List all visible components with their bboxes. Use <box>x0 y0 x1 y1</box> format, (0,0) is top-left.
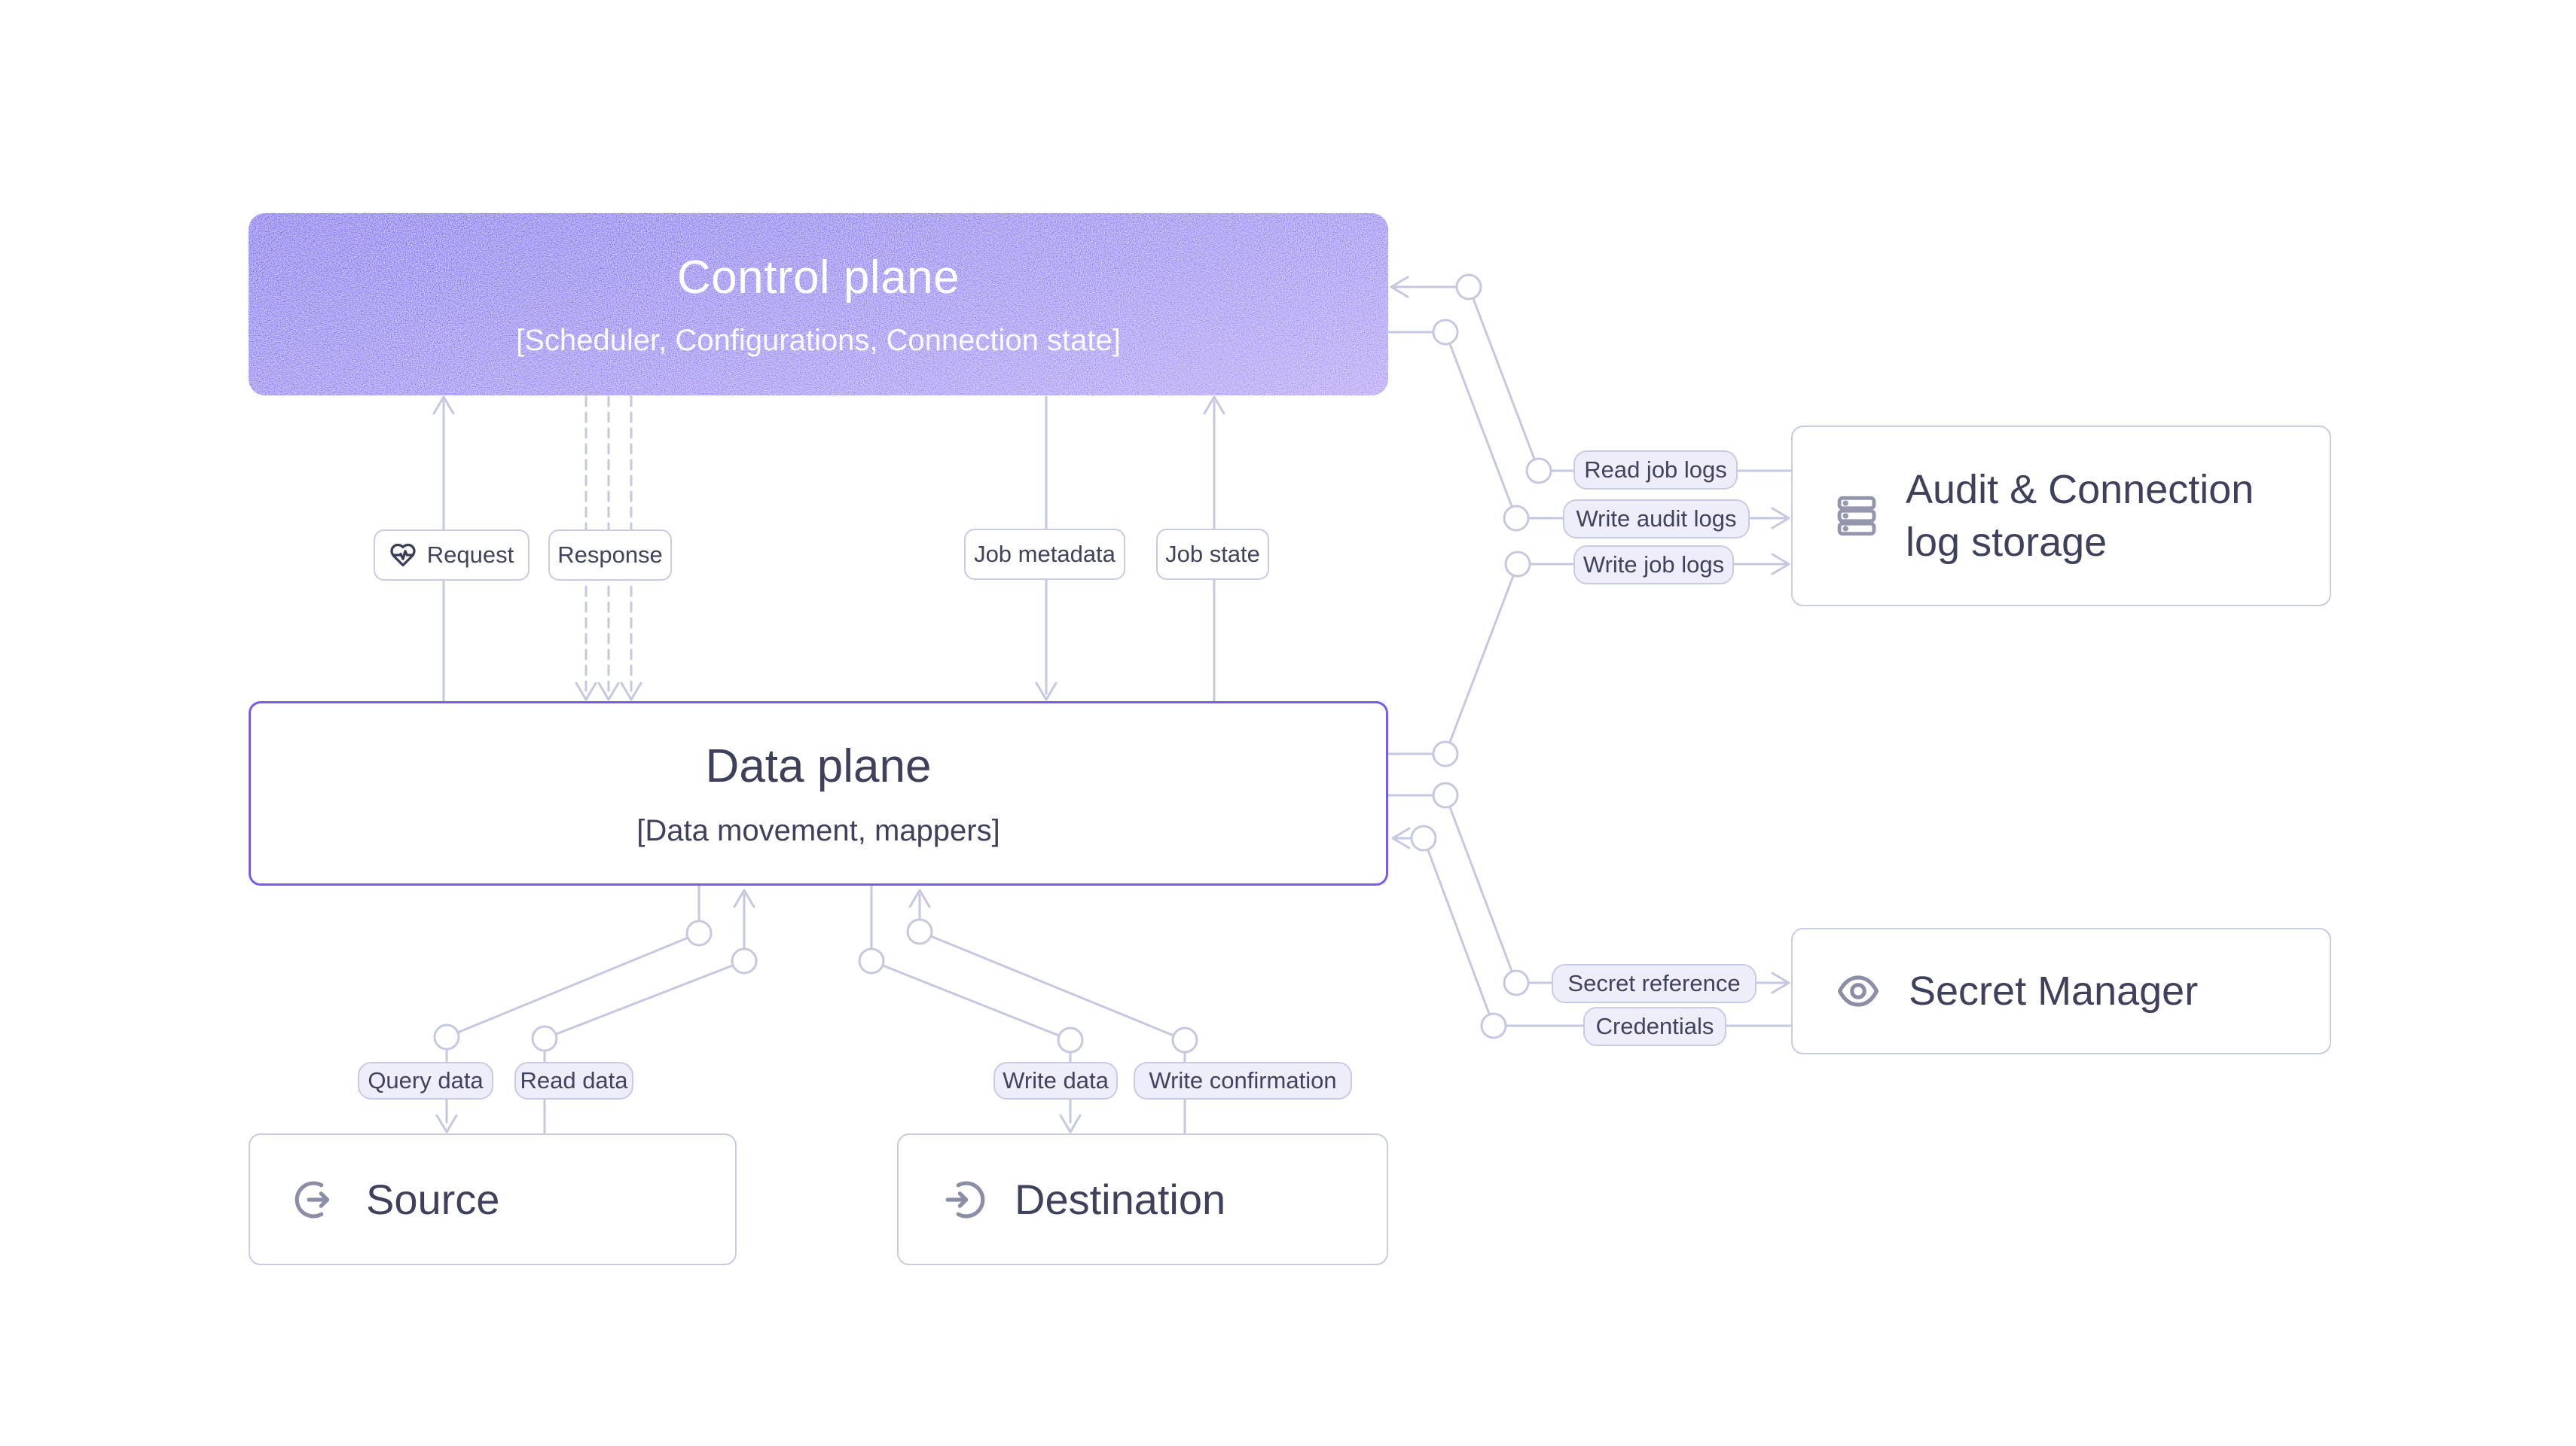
arrowhead-left-icon <box>1391 827 1411 850</box>
edge-secret-reference-line <box>1387 794 1787 984</box>
edge-label-write-job-logs: Write job logs <box>1573 545 1734 584</box>
audit-log-storage-title: Audit & Connection log storage <box>1906 467 2254 565</box>
control-plane-title: Control plane <box>676 252 960 304</box>
arrowhead-up-icon <box>908 889 931 908</box>
edge-label-write-audit-logs: Write audit logs <box>1563 499 1750 538</box>
edge-label-text: Write job logs <box>1583 551 1725 578</box>
destination-title: Destination <box>1015 1175 1226 1223</box>
edge-label-job-state: Job state <box>1156 529 1269 580</box>
edge-label-read-data: Read data <box>514 1062 633 1100</box>
edge-label-secret-reference: Secret reference <box>1552 964 1757 1003</box>
noise-texture <box>249 213 1388 395</box>
node-source: Source <box>249 1133 737 1265</box>
edge-label-job-metadata: Job metadata <box>964 529 1125 580</box>
edge-label-write-confirmation: Write confirmation <box>1134 1062 1352 1100</box>
node-secret-manager: Secret Manager <box>1791 928 2331 1054</box>
node-audit-log-storage: Audit & Connection log storage <box>1791 426 2331 606</box>
arrowhead-up-icon <box>733 889 755 908</box>
arrowhead-up-icon <box>1203 395 1225 415</box>
node-control-plane: Control plane [Scheduler, Configurations… <box>249 213 1388 395</box>
circle-arrow-out-icon <box>295 1180 330 1219</box>
edge-label-text: Credentials <box>1595 1013 1714 1039</box>
edge-label-query-data: Query data <box>358 1062 493 1100</box>
data-plane-subtitle: [Data movement, mappers] <box>636 813 1000 847</box>
circle-arrow-in-icon <box>945 1180 985 1219</box>
edge-label-text: Job metadata <box>974 541 1116 567</box>
arrowhead-right-icon <box>1771 972 1790 994</box>
arrowhead-right-icon <box>1771 507 1790 529</box>
edge-label-text: Write confirmation <box>1149 1067 1337 1094</box>
edge-label-read-job-logs: Read job logs <box>1573 450 1738 490</box>
arrowhead-up-icon <box>432 395 455 415</box>
edge-label-text: Read data <box>520 1067 628 1094</box>
edge-label-text: Job state <box>1165 541 1260 567</box>
edge-label-text: Secret reference <box>1567 970 1741 996</box>
edge-label-text: Write audit logs <box>1576 505 1737 532</box>
edge-label-text: Read job logs <box>1584 456 1727 483</box>
edge-label-text: Request <box>426 541 514 568</box>
eye-icon <box>1837 975 1879 1007</box>
edge-label-response: Response <box>548 529 672 581</box>
arrowhead-down-icon <box>1035 682 1058 701</box>
heart-pulse-icon <box>390 543 416 567</box>
arrowhead-down-icon <box>575 682 642 701</box>
arrowhead-down-icon <box>435 1114 458 1133</box>
edge-label-text: Write data <box>1003 1067 1109 1094</box>
edge-label-write-data: Write data <box>993 1062 1118 1100</box>
edge-label-text: Query data <box>368 1067 484 1094</box>
edge-label-text: Response <box>557 541 663 568</box>
data-plane-title: Data plane <box>705 740 932 792</box>
edge-label-credentials: Credentials <box>1583 1007 1726 1046</box>
junction-dots <box>433 273 1552 1054</box>
arrowhead-left-icon <box>1390 276 1409 298</box>
arrowhead-down-icon <box>1059 1114 1082 1133</box>
edge-label-request: Request <box>374 529 530 581</box>
node-data-plane: Data plane [Data movement, mappers] <box>249 701 1388 886</box>
arrowhead-right-icon <box>1771 553 1790 575</box>
source-title: Source <box>366 1175 500 1223</box>
edge-read-job-logs-line <box>1393 285 1793 472</box>
server-stack-icon <box>1837 496 1876 536</box>
control-plane-subtitle: [Scheduler, Configurations, Connection s… <box>516 324 1121 357</box>
secret-manager-title: Secret Manager <box>1909 969 2199 1014</box>
edge-write-audit-logs-line <box>1387 331 1787 520</box>
edge-write-job-logs-line <box>1387 563 1787 755</box>
node-destination: Destination <box>897 1133 1388 1265</box>
